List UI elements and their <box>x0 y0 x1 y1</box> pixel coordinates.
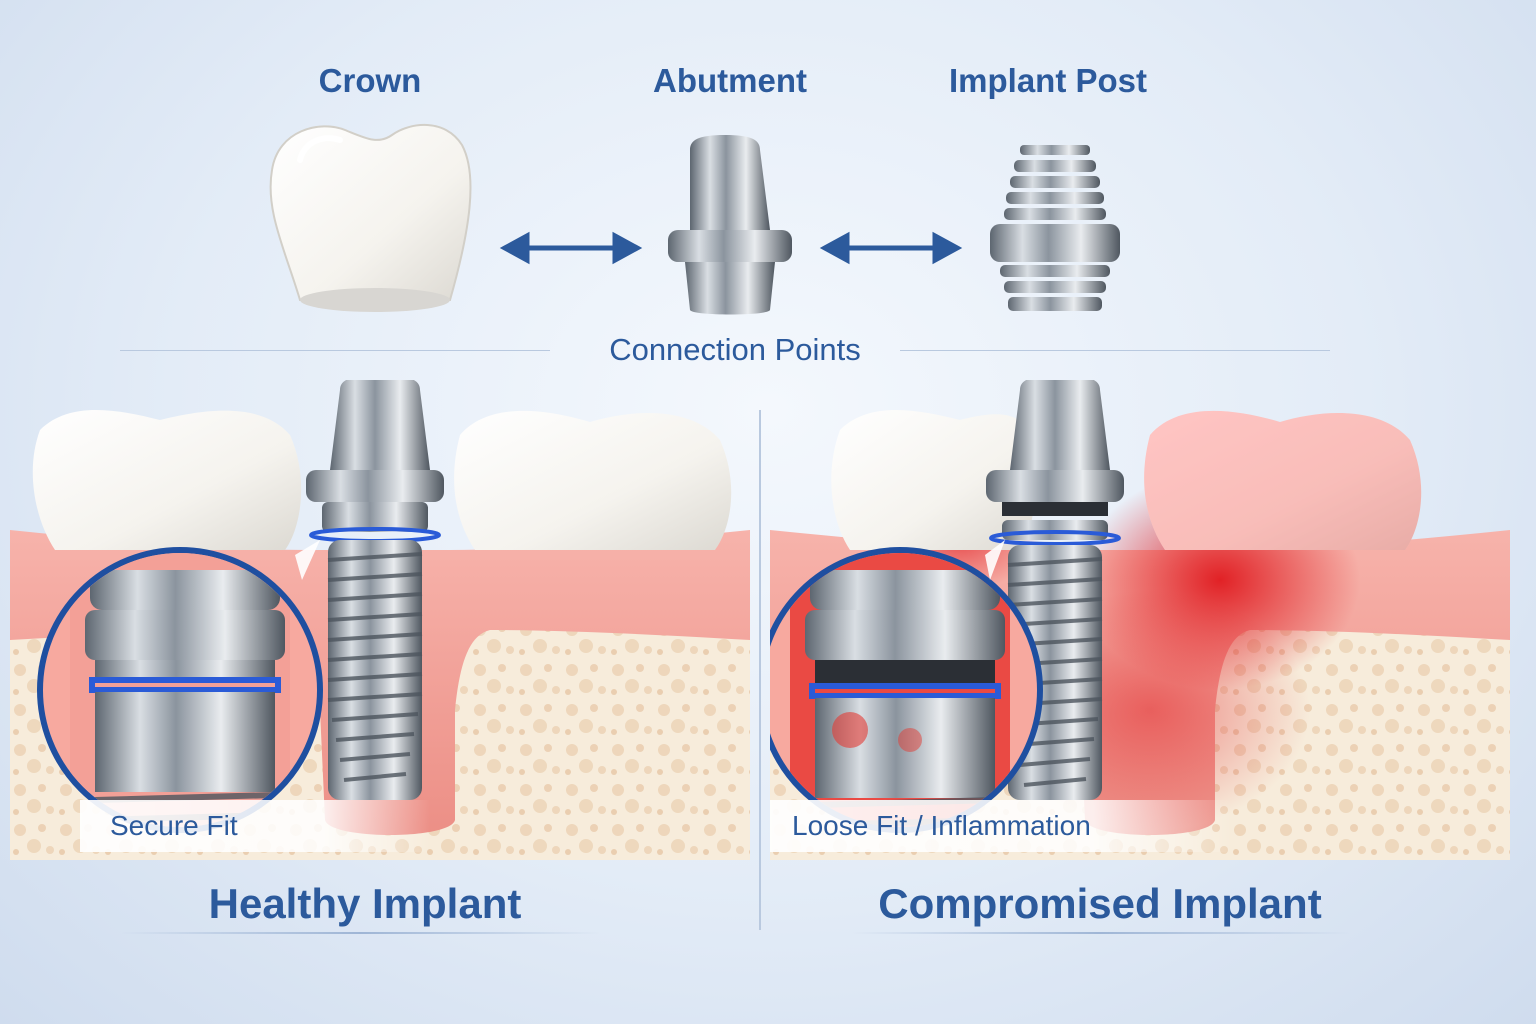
double-arrow-icon <box>499 231 643 265</box>
abutment-label: Abutment <box>653 62 807 99</box>
implant-post-image <box>990 145 1120 311</box>
healthy-panel <box>10 380 750 860</box>
magnifier-circle-icon <box>37 540 323 833</box>
crown-image <box>269 124 472 312</box>
separator-left <box>120 350 550 351</box>
implant-post-label: Implant Post <box>948 62 1148 99</box>
connection-points-label: Connection Points <box>609 332 861 367</box>
compromised-title: Compromised Implant <box>878 880 1322 927</box>
abutment-image <box>668 135 792 315</box>
compromised-caption: Loose Fit / Inflammation <box>770 800 1232 852</box>
compromised-title-rule <box>850 932 1350 934</box>
separator-right <box>900 350 1330 351</box>
magnifier-circle-icon <box>770 540 1043 833</box>
double-arrow-icon <box>819 231 963 265</box>
healthy-caption: Secure Fit <box>80 800 430 852</box>
crown-label: Crown <box>318 62 422 99</box>
healthy-title: Healthy Implant <box>208 880 522 927</box>
healthy-title-rule <box>120 932 600 934</box>
compromised-panel <box>770 380 1510 860</box>
panel-divider <box>759 410 761 930</box>
components-illustration <box>269 124 1120 315</box>
